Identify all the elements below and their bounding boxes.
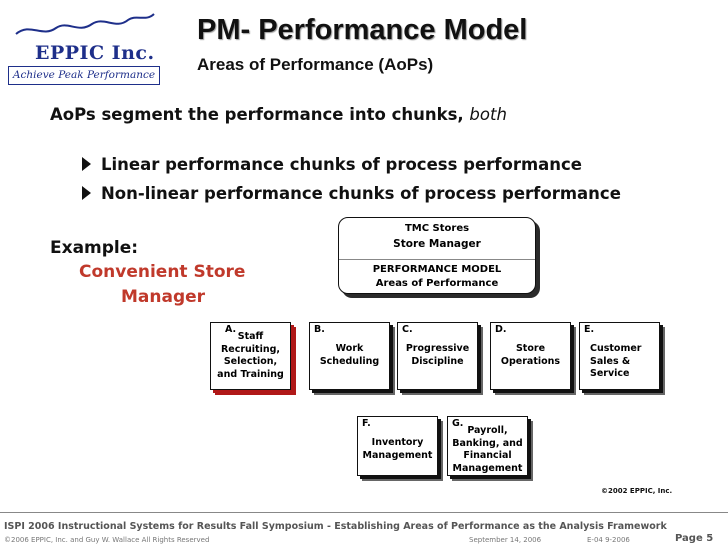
page-subtitle: Areas of Performance (AoPs) bbox=[197, 55, 434, 74]
aop-letter: C. bbox=[402, 324, 413, 335]
aop-box-f: F. Inventory Management bbox=[357, 416, 438, 476]
bullet-text: Non-linear performance chunks of process… bbox=[101, 184, 621, 203]
aop-box-g: G. Payroll, Banking, and Financial Manag… bbox=[447, 416, 528, 476]
model-heading: PERFORMANCE MODEL bbox=[372, 264, 502, 275]
model-subheading: Areas of Performance bbox=[375, 278, 499, 289]
aop-text: Payroll, Banking, and Financial Manageme… bbox=[452, 425, 523, 474]
aop-text: Work Scheduling bbox=[319, 343, 380, 367]
bullet-linear: Linear performance chunks of process per… bbox=[82, 155, 582, 174]
intro-text: AoPs segment the performance into chunks… bbox=[50, 105, 507, 124]
bullet-arrow-icon bbox=[82, 157, 91, 171]
logo-tagline: Achieve Peak Performance bbox=[8, 66, 160, 85]
aop-box-d: D. Store Operations bbox=[490, 322, 571, 390]
performance-model-box: TMC Stores Store Manager PERFORMANCE MOD… bbox=[338, 217, 536, 294]
aop-box-a: A. Staff Recruiting, Selection, and Trai… bbox=[210, 322, 291, 390]
bullet-non-linear: Non-linear performance chunks of process… bbox=[82, 184, 621, 203]
example-store: Convenient Store bbox=[79, 262, 246, 282]
aop-letter: E. bbox=[584, 324, 595, 335]
example-manager: Manager bbox=[121, 287, 206, 307]
page-number: Page 5 bbox=[675, 533, 714, 544]
model-role: Store Manager bbox=[393, 238, 481, 250]
logo-name: EPPIC Inc. bbox=[35, 42, 155, 64]
aop-letter: F. bbox=[362, 418, 371, 429]
eppic-logo: EPPIC Inc. Achieve Peak Performance bbox=[8, 8, 160, 85]
page-title: PM- Performance Model bbox=[197, 14, 528, 46]
footer-code: E-04 9-2006 bbox=[587, 536, 630, 544]
aop-letter: D. bbox=[495, 324, 507, 335]
aop-text: Inventory Management bbox=[362, 437, 433, 461]
bullet-text: Linear performance chunks of process per… bbox=[101, 155, 582, 174]
intro-main: AoPs segment the performance into chunks… bbox=[50, 105, 464, 124]
footer-date: September 14, 2006 bbox=[469, 536, 542, 544]
example-label: Example: bbox=[50, 238, 139, 258]
aop-text: Progressive Discipline bbox=[405, 343, 470, 367]
aop-box-c: C. Progressive Discipline bbox=[397, 322, 478, 390]
intro-emphasis: both bbox=[469, 105, 507, 124]
footer-divider bbox=[0, 512, 728, 513]
footer-rights: ©2006 EPPIC, Inc. and Guy W. Wallace All… bbox=[4, 536, 210, 544]
aop-letter: G. bbox=[452, 418, 464, 429]
aop-box-b: B. Work Scheduling bbox=[309, 322, 390, 390]
model-org: TMC Stores bbox=[404, 223, 470, 234]
aop-text: Staff Recruiting, Selection, and Trainin… bbox=[217, 331, 284, 380]
aop-box-e: E. Customer Sales & Service bbox=[579, 322, 660, 390]
aop-text: Store Operations bbox=[500, 343, 561, 367]
aop-letter: A. bbox=[225, 324, 237, 335]
aop-letter: B. bbox=[314, 324, 325, 335]
aop-text: Customer Sales & Service bbox=[590, 343, 642, 379]
diagram-copyright: ©2002 EPPIC, Inc. bbox=[601, 487, 673, 495]
logo-swoosh-icon bbox=[15, 13, 155, 35]
footer-event: ISPI 2006 Instructional Systems for Resu… bbox=[4, 521, 667, 532]
bullet-arrow-icon bbox=[82, 186, 91, 200]
